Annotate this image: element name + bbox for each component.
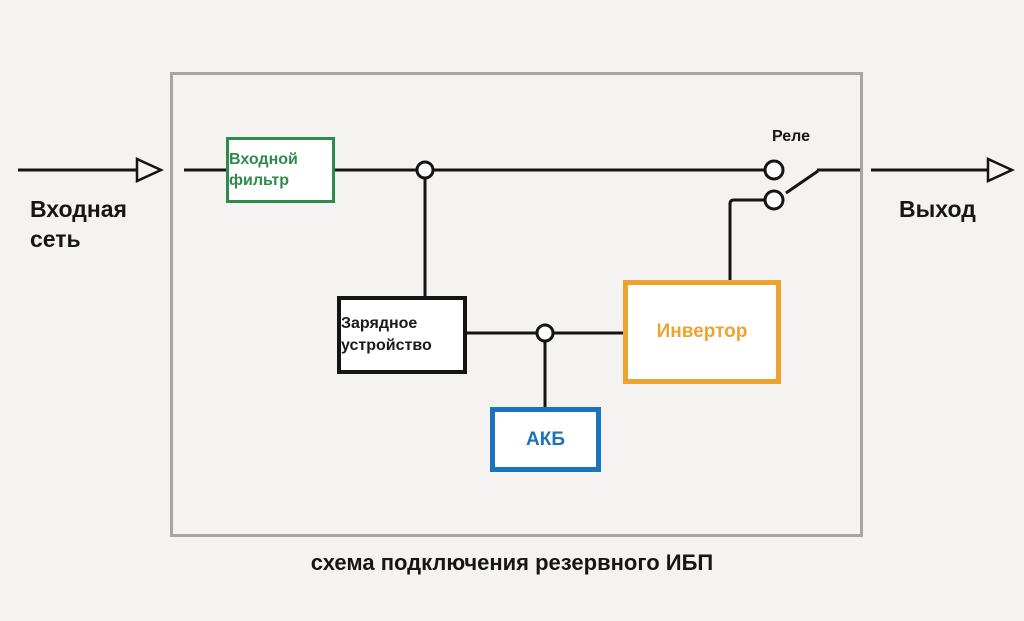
- inverter-block: Инвертор: [623, 280, 781, 384]
- battery-label: АКБ: [526, 428, 565, 450]
- input-filter-block: Входной фильтр: [226, 137, 335, 203]
- inverter-label: Инвертор: [656, 321, 748, 342]
- input-filter-label: Входной фильтр: [229, 151, 298, 189]
- diagram-caption: схема подключения резервного ИБП: [310, 550, 714, 575]
- diagram-frame: [170, 72, 863, 537]
- input-arrow-icon: [18, 157, 165, 183]
- output-label: Выход: [899, 196, 976, 222]
- output-arrow-icon: [871, 157, 1016, 183]
- inverter-riser-wire: [728, 198, 764, 281]
- junction-node-icon: [415, 160, 555, 343]
- charger-block: Зарядное устройство: [337, 296, 467, 374]
- dc-bus-wire: [467, 331, 623, 408]
- battery-block: АКБ: [490, 407, 601, 472]
- charger-label: Зарядное устройство: [341, 315, 432, 354]
- relay-label: Реле: [772, 128, 811, 145]
- relay-switch-icon: [763, 159, 860, 211]
- input-source-label: Входная сеть: [30, 196, 127, 252]
